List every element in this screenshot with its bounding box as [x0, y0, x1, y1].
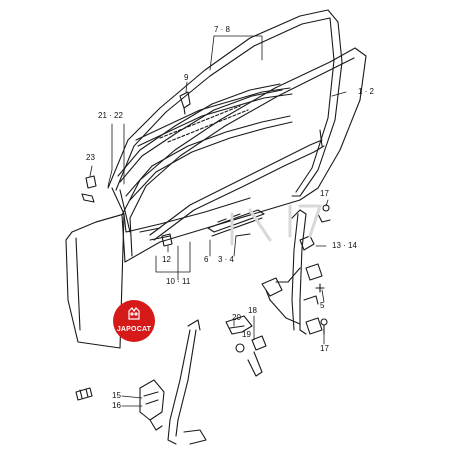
- leader-lines: [89, 35, 347, 407]
- clip-23: [81, 175, 97, 203]
- callout-15: 15: [112, 391, 121, 400]
- callout-6: 6: [204, 255, 209, 264]
- watermark-text: JAPOCAT: [116, 326, 152, 333]
- background-watermark: [230, 204, 322, 246]
- rear-regulator: [261, 209, 323, 335]
- callout-20: 20: [232, 313, 241, 322]
- callout-7-8: 7 · 8: [214, 25, 231, 34]
- callout-13-14: 13 · 14: [332, 241, 357, 250]
- glass-channel-bracket: [207, 209, 265, 237]
- japocat-watermark-badge: JAPOCAT: [113, 300, 155, 342]
- glass-run-channels: [117, 83, 325, 241]
- fasteners-right: [315, 204, 331, 335]
- callout-3-4: 3 · 4: [218, 255, 235, 264]
- belt-weatherstrip: [135, 87, 293, 147]
- front-regulator: [139, 319, 207, 445]
- callout-21-22: 21 · 22: [98, 111, 123, 120]
- door-panel: [65, 197, 251, 349]
- callout-9: 9: [184, 73, 189, 82]
- callout-12: 12: [162, 255, 171, 264]
- callout-16: 16: [112, 401, 121, 410]
- clip-9: [179, 91, 191, 115]
- callout-18: 18: [248, 306, 257, 315]
- screw-left: [75, 387, 93, 401]
- callout-17-top: 17: [320, 189, 329, 198]
- clip-12: [161, 233, 173, 247]
- callout-5: 5: [320, 301, 325, 310]
- cat-logo-icon: [128, 307, 140, 320]
- callout-1-2: 1 · 2: [358, 87, 375, 96]
- window-handle-parts: [225, 315, 267, 377]
- callout-17-bottom: 17: [320, 344, 329, 353]
- callout-10-11: 10 · 11: [166, 277, 191, 286]
- window-frame: [107, 9, 343, 233]
- callout-19: 19: [242, 330, 251, 339]
- callout-23: 23: [86, 153, 95, 162]
- window-glass: [121, 47, 367, 263]
